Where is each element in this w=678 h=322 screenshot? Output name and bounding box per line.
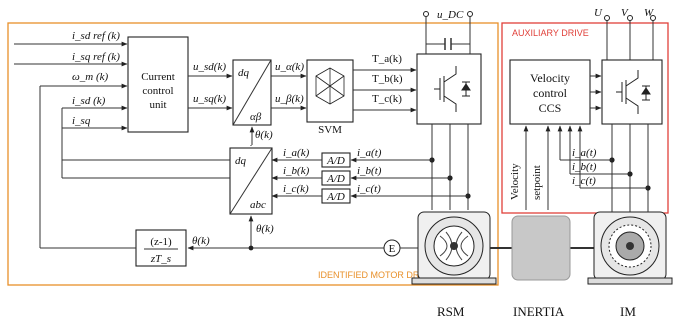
input-isq-ref: i_sq ref (k) [72,51,120,63]
signal-W: W [644,7,654,19]
signal-ic-k: i_c(k) [283,183,309,195]
velocity-label-3: CCS [539,101,562,115]
input-isq: i_sq [72,115,91,127]
signal-Tc: T_c(k) [372,93,402,105]
input-isd: i_sd (k) [72,95,106,107]
alphabeta-label: αβ [250,111,262,123]
identified-motor-drive-label: IDENTIFIED MOTOR DRIVE [318,270,434,280]
diff-numerator: (z-1) [150,236,172,248]
signal-ic-t: i_c(t) [357,183,381,195]
im-label: IM [620,304,636,319]
abc-label: abc [250,199,266,211]
inertia-label: INERTIA [513,304,565,319]
im-motor [587,211,673,285]
igbt-icon-2 [616,70,651,114]
signal-udc: u_DC [437,9,464,21]
inverter-im [601,59,663,125]
signal-usd: u_sd(k) [193,61,226,73]
diff-denominator: zT_s [150,253,171,265]
signal-usq: u_sq(k) [193,93,226,105]
velocity-setpoint-label-2: setpoint [531,165,543,200]
input-isd-ref: i_sd ref (k) [72,30,120,42]
signal-theta-2: θ(k) [256,223,274,235]
igbt-icon-1 [434,66,471,112]
inverter-rsm [416,53,482,125]
signal-ia-t-aux: i_a(t) [572,147,597,159]
current-control-label-1: Current [141,71,175,83]
ad-label-a: A/D [326,155,345,167]
current-control-label-2: control [142,85,173,97]
identified-motor-drive-frame [7,22,499,286]
differentiator-block [135,229,187,267]
signal-ia-k: i_a(k) [283,147,310,159]
signal-V: V [621,7,629,19]
velocity-label-1: Velocity [530,71,570,85]
signal-theta-1: θ(k) [255,129,273,141]
dq-label-bottom: dq [235,155,247,167]
signal-theta-3: θ(k) [192,235,210,247]
auxiliary-drive-frame [501,22,669,214]
signal-ib-k: i_b(k) [283,165,310,177]
signal-U: U [594,7,603,19]
rsm-label: RSM [437,304,465,319]
signal-ualpha: u_α(k) [275,61,304,73]
svm-hexagon-icon [315,67,345,105]
svm-label: SVM [318,124,342,136]
current-control-label-3: unit [149,99,166,111]
current-control-unit [127,36,189,133]
velocity-label-2: control [533,86,568,100]
ad-label-c: A/D [326,191,345,203]
signal-ib-t: i_b(t) [357,165,382,177]
signal-ic-t-aux: i_c(t) [572,175,596,187]
signal-ubeta: u_β(k) [275,93,304,105]
dq-label-top: dq [238,67,250,79]
velocity-control-ccs [509,59,591,125]
velocity-setpoint-label: Velocity [509,163,521,200]
signal-Tb: T_b(k) [372,73,403,85]
inertia-block [511,215,571,281]
rsm-motor [411,211,497,285]
signal-ib-t-aux: i_b(t) [572,161,597,173]
auxiliary-drive-label: AUXILIARY DRIVE [512,28,589,38]
ad-label-b: A/D [326,173,345,185]
signal-Ta: T_a(k) [372,53,402,65]
signal-ia-t: i_a(t) [357,147,382,159]
input-omega-m: ω_m (k) [72,71,109,83]
encoder-label: E [389,243,396,255]
